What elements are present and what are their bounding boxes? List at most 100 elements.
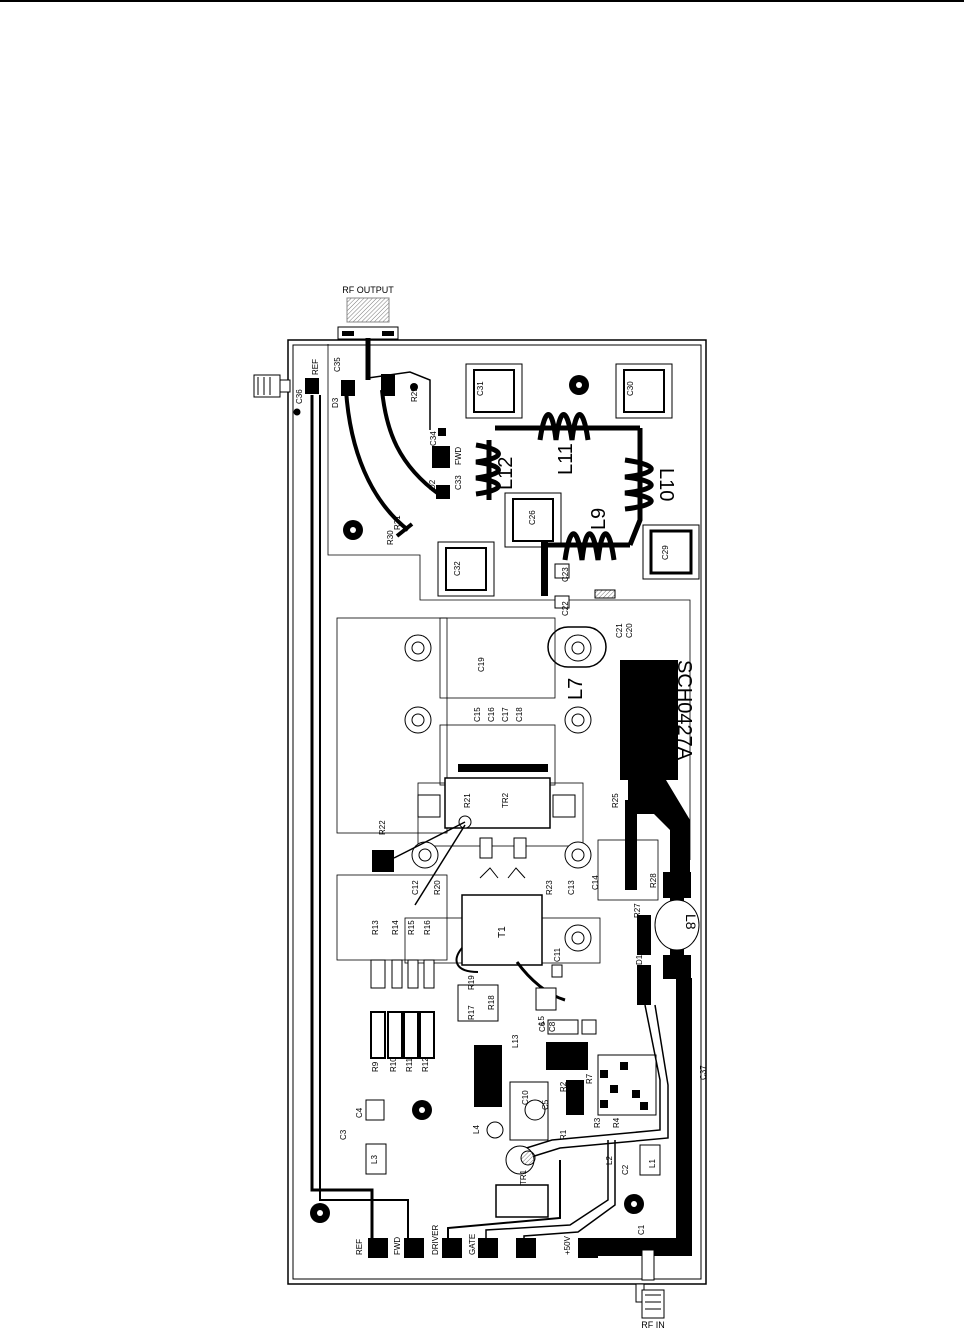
label-R13: R13 <box>371 920 380 935</box>
label-R27: R27 <box>633 903 642 918</box>
label-R28: R28 <box>649 873 658 888</box>
label-C16: C16 <box>487 707 496 722</box>
output-filter-coils <box>475 412 654 561</box>
label-L4: L4 <box>472 1125 481 1134</box>
label-C14: C14 <box>591 875 600 890</box>
terminal-label-gate: GATE <box>468 1234 477 1255</box>
label-C37: C37 <box>699 1065 708 1080</box>
board-outline-outer <box>287 339 707 1285</box>
label-C32: C32 <box>453 561 462 576</box>
label-R3: R3 <box>593 1117 602 1128</box>
label-D3: D3 <box>331 397 340 408</box>
terminal-label-driver: DRIVER <box>431 1225 440 1255</box>
label-R10: R10 <box>389 1057 398 1072</box>
rf-output-connector: RF OUTPUT <box>337 285 399 340</box>
label-C29: C29 <box>661 545 670 560</box>
bias-resistor-bank <box>370 959 499 1059</box>
label-R29: R29 <box>410 387 419 402</box>
label-L13: L13 <box>511 1034 520 1048</box>
label-TR2: TR2 <box>501 792 510 808</box>
label-L9: L9 <box>588 508 610 530</box>
label-R25: R25 <box>611 793 620 808</box>
terminal-pads <box>368 1238 598 1258</box>
label-R31: R31 <box>393 515 402 530</box>
drain-feed-trace <box>578 660 692 1256</box>
label-C17: C17 <box>501 707 510 722</box>
label-C15: C15 <box>473 707 482 722</box>
board-part-number: SCH0427A <box>673 660 695 761</box>
screw-bosses <box>404 634 592 952</box>
rf-in-label: RF IN <box>641 1320 665 1330</box>
label-R9: R9 <box>371 1061 380 1072</box>
terminal-label-plus50v: +50V <box>563 1235 572 1255</box>
label-C11: C11 <box>553 947 562 962</box>
label-C6: C6 <box>538 1021 547 1032</box>
label-C19: C19 <box>477 657 486 672</box>
label-R21: R21 <box>463 793 472 808</box>
label-D2: D2 <box>428 479 437 490</box>
label-TR1: TR1 <box>519 1169 528 1185</box>
label-C33: C33 <box>454 475 463 490</box>
label-C10: C10 <box>521 1090 530 1105</box>
label-T1: T1 <box>497 926 508 938</box>
label-C36: C36 <box>295 389 304 404</box>
label-C5: C5 <box>541 1099 550 1110</box>
label-R30: R30 <box>386 530 395 545</box>
label-R2: R2 <box>559 1081 568 1092</box>
label-L5: L5 <box>537 1016 546 1025</box>
label-L1: L1 <box>648 1159 657 1168</box>
label-L10: L10 <box>655 468 677 501</box>
label-C4: C4 <box>355 1107 364 1118</box>
label-C31: C31 <box>476 381 485 396</box>
label-R14: R14 <box>391 920 400 935</box>
label-C13: C13 <box>567 880 576 895</box>
top-rule <box>0 0 964 2</box>
label-C12: C12 <box>411 880 420 895</box>
label-C30: C30 <box>626 381 635 396</box>
label-R11: R11 <box>405 1057 414 1072</box>
mounting-holes <box>310 375 644 1223</box>
label-R16: R16 <box>423 920 432 935</box>
rf-in-connector: RF IN <box>635 1283 665 1330</box>
label-R1: R1 <box>559 1129 568 1140</box>
label-R12: R12 <box>421 1057 430 1072</box>
detector-label-ref: REF <box>311 359 320 375</box>
label-L12: L12 <box>495 457 517 490</box>
label-C23: C23 <box>561 567 570 582</box>
label-L3: L3 <box>370 1155 379 1164</box>
detector-label-fwd: FWD <box>454 447 463 465</box>
label-R15: R15 <box>407 920 416 935</box>
rf-output-label: RF OUTPUT <box>342 285 394 295</box>
label-C1: C1 <box>637 1224 646 1235</box>
label-D1: D1 <box>635 954 644 965</box>
label-R19: R19 <box>467 975 476 990</box>
label-L7: L7 <box>565 678 587 700</box>
label-L2: L2 <box>605 1156 614 1165</box>
label-C35: C35 <box>333 357 342 372</box>
label-R23: R23 <box>545 880 554 895</box>
terminal-label-ref: REF <box>355 1239 364 1255</box>
label-C34: C34 <box>429 431 438 446</box>
label-C18: C18 <box>515 707 524 722</box>
label-C20: C20 <box>625 623 634 638</box>
label-R17: R17 <box>467 1005 476 1020</box>
label-C8: C8 <box>548 1021 557 1032</box>
t1-device <box>461 894 543 966</box>
label-C21: C21 <box>615 623 624 638</box>
label-R20: R20 <box>433 880 442 895</box>
ref-side-connector <box>253 374 319 416</box>
board-outline-inner <box>292 344 702 1280</box>
label-L11: L11 <box>555 443 577 475</box>
label-C26: C26 <box>528 510 537 525</box>
label-L8: L8 <box>683 914 699 930</box>
label-R22: R22 <box>378 820 387 835</box>
terminal-label-fwd: FWD <box>393 1237 402 1255</box>
label-C2: C2 <box>621 1164 630 1175</box>
label-C3: C3 <box>339 1129 348 1140</box>
label-R4: R4 <box>612 1117 621 1128</box>
label-R18: R18 <box>487 995 496 1010</box>
label-R7: R7 <box>585 1073 594 1084</box>
label-C22: C22 <box>561 601 570 616</box>
tr2-device <box>417 764 576 859</box>
